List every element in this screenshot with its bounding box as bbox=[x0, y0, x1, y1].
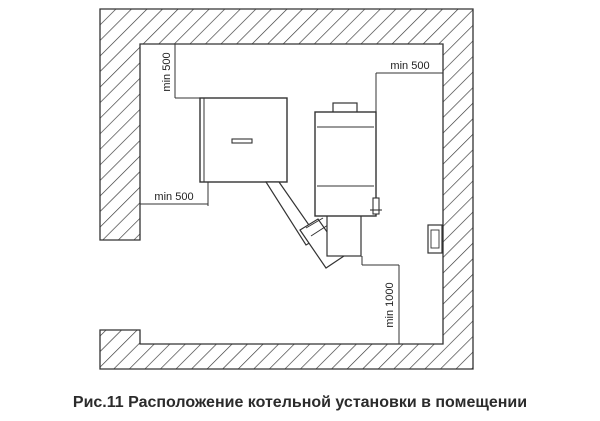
boiler-pedestal bbox=[326, 213, 362, 257]
dimension-right-label: min 500 bbox=[390, 60, 429, 72]
hopper-handle bbox=[231, 138, 253, 144]
dimension-bottom-label: min 1000 bbox=[384, 282, 396, 327]
room-wall bbox=[99, 8, 474, 370]
dimension-top-label: min 500 bbox=[161, 52, 173, 91]
dimension-left bbox=[140, 182, 209, 206]
dimension-bottom bbox=[361, 256, 400, 344]
control-box bbox=[427, 224, 443, 254]
room-layout-diagram: min 500 min 500 min 500 min 1000 bbox=[99, 8, 474, 370]
dimension-top bbox=[174, 44, 205, 99]
boiler bbox=[314, 102, 382, 217]
dimension-right bbox=[375, 72, 443, 112]
figure-caption: Рис.11 Расположение котельной установки … bbox=[72, 394, 528, 411]
dimension-left-label: min 500 bbox=[154, 191, 193, 203]
